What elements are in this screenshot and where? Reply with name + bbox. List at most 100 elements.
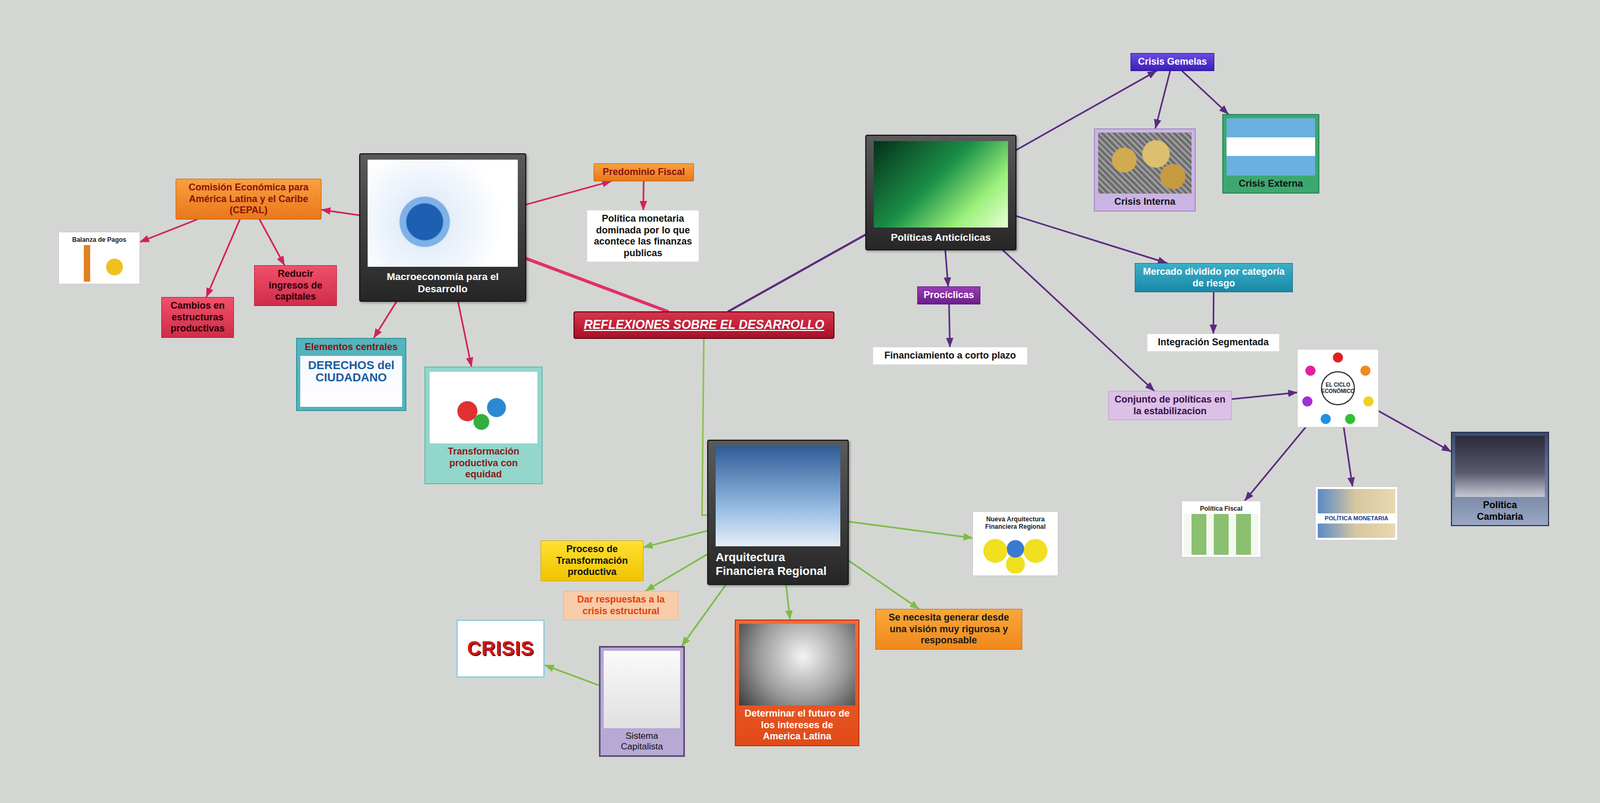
node-text: Crisis Externa xyxy=(1226,175,1316,193)
node-text: Proceso de Transformación productiva xyxy=(541,541,643,581)
node-text: Integración Segmentada xyxy=(1147,334,1280,352)
topic-box: Predominio Fiscal xyxy=(593,163,694,182)
node-text: Crisis Gemelas xyxy=(1131,53,1214,71)
node-text: Sistema Capitalista xyxy=(603,728,681,756)
node-text: Conjunto de políticas en la estabilizaci… xyxy=(1108,391,1232,420)
image-topic: Políticas Anticíclicas xyxy=(865,134,1017,251)
topic-box: Proceso de Transformación productiva xyxy=(540,540,644,582)
connector xyxy=(681,585,726,647)
topic-box: Cambios en estructuras productivas xyxy=(161,297,234,338)
connector xyxy=(1378,411,1451,452)
illustration xyxy=(1098,132,1192,194)
connector xyxy=(544,665,599,686)
connector xyxy=(786,585,790,620)
image-topic: Crisis Interna xyxy=(1093,128,1196,212)
node-text: EL CICLO ECONÓMICO xyxy=(1320,371,1355,406)
connector xyxy=(949,304,951,347)
topic-box: Crisis Gemelas xyxy=(1130,53,1215,72)
connector xyxy=(1212,292,1215,334)
node-text: Política Cambiaria xyxy=(1455,497,1545,526)
connector xyxy=(1181,71,1229,115)
node-text: Transformación productiva con equidad xyxy=(429,443,538,484)
image-box: Balanza de Pagos xyxy=(58,231,141,285)
node-text: Cambios en estructuras productivas xyxy=(161,297,234,338)
node-text: Balanza de Pagos xyxy=(61,234,138,246)
connector xyxy=(642,181,645,211)
node-text: REFLEXIONES SOBRE EL DESARROLLO xyxy=(574,312,834,338)
topic-box: Conjunto de políticas en la estabilizaci… xyxy=(1108,390,1232,421)
illustration xyxy=(1184,514,1259,555)
image-topic: Crisis Externa xyxy=(1222,114,1320,194)
image-box: Nueva Arquitectura Financiera Regional xyxy=(972,511,1059,577)
illustration xyxy=(429,371,538,444)
node-text: Reducir ingresos de capitales xyxy=(254,265,337,306)
topic-box: Procíclicas xyxy=(917,286,981,305)
image-topic: Elementos centralesDERECHOS del CIUDADAN… xyxy=(296,337,407,412)
image-box: EL CICLO ECONÓMICO xyxy=(1297,349,1379,428)
topic-box: Financiamiento a corto plazo xyxy=(872,346,1028,365)
connector xyxy=(140,219,197,242)
node-text: POLÍTICA MONETARIA xyxy=(1317,513,1396,524)
topic-box: Política monetaria dominada por lo que a… xyxy=(586,210,700,263)
image-box: Política Fiscal xyxy=(1181,500,1262,558)
topic-box: Dar respuestas a la crisis estructural xyxy=(563,590,679,621)
illustration xyxy=(603,650,681,729)
node-text: DERECHOS del CIUDADANO xyxy=(300,355,403,387)
image-topic: Transformación productiva con equidad xyxy=(424,366,543,485)
connector xyxy=(526,258,668,312)
image-topic: Arquitectura Financiera Regional xyxy=(707,439,849,586)
connector xyxy=(457,301,472,367)
topic-box: Reducir ingresos de capitales xyxy=(254,265,337,307)
node-text: Mercado dividido por categoría de riesgo xyxy=(1135,263,1293,292)
connector xyxy=(945,250,949,287)
illustration: CRISIS xyxy=(459,623,542,675)
illustration xyxy=(367,159,518,267)
connector xyxy=(206,219,240,298)
illustration xyxy=(715,446,841,547)
node-text: Políticas Anticíclicas xyxy=(866,227,1016,250)
connector xyxy=(1016,215,1168,264)
illustration xyxy=(61,245,138,282)
node-text: Política Fiscal xyxy=(1184,503,1259,515)
image-box: POLÍTICA MONETARIA xyxy=(1315,486,1398,541)
connector xyxy=(1231,392,1298,400)
node-text: Comisión Económica para América Latina y… xyxy=(176,179,321,220)
node-text: Elementos centrales xyxy=(300,338,403,356)
image-box: CRISIS xyxy=(456,619,545,678)
illustration xyxy=(975,532,1056,574)
illustration xyxy=(1317,523,1396,538)
connector xyxy=(848,522,973,539)
illustration xyxy=(1317,489,1396,514)
node-text: Nueva Arquitectura Financiera Regional xyxy=(975,514,1056,533)
illustration xyxy=(1455,436,1545,498)
connector xyxy=(526,181,612,205)
connector xyxy=(848,560,919,610)
node-text: CRISIS xyxy=(464,635,536,662)
node-text: Financiamiento a corto plazo xyxy=(873,347,1028,365)
topic-box: Integración Segmentada xyxy=(1146,333,1280,352)
illustration xyxy=(738,623,856,706)
topic-box: Mercado dividido por categoría de riesgo xyxy=(1134,263,1293,293)
connector xyxy=(643,531,708,548)
node-text: Se necesita generar desde una visión muy… xyxy=(875,609,1022,650)
node-text: Macroeconomía para el Desarrollo xyxy=(360,266,526,301)
connector xyxy=(701,338,708,516)
node-text: Determinar el futuro de los intereses de… xyxy=(738,705,856,746)
connector xyxy=(1245,427,1306,501)
connector xyxy=(1003,250,1155,391)
node-text: Política monetaria dominada por lo que a… xyxy=(587,210,699,262)
connector xyxy=(1343,427,1353,487)
node-text: Predominio Fiscal xyxy=(594,163,694,181)
topic-box: Se necesita generar desde una visión muy… xyxy=(875,609,1023,650)
connector xyxy=(321,210,360,216)
central-topic: REFLEXIONES SOBRE EL DESARROLLO xyxy=(573,311,835,339)
illustration: DERECHOS del CIUDADANO xyxy=(300,355,403,407)
image-topic: Sistema Capitalista xyxy=(598,646,685,758)
connector xyxy=(728,235,866,312)
connector xyxy=(259,219,285,266)
image-topic: Macroeconomía para el Desarrollo xyxy=(359,153,527,302)
image-topic: Política Cambiaria xyxy=(1450,431,1550,527)
node-text: Procíclicas xyxy=(917,287,980,304)
illustration xyxy=(873,141,1008,228)
node-text: Crisis Interna xyxy=(1098,193,1192,211)
